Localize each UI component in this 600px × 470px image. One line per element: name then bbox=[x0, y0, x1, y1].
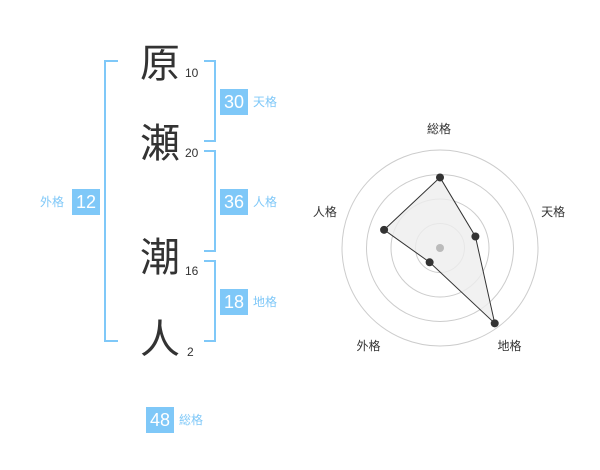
radar-chart-svg bbox=[341, 149, 539, 347]
name-char-1: 原 bbox=[140, 41, 180, 87]
name-char-4: 人 bbox=[140, 317, 180, 363]
tenkaku-label: 天格 bbox=[253, 95, 278, 109]
radar-point-2 bbox=[471, 232, 480, 241]
name-char-2: 瀬 bbox=[140, 121, 180, 167]
tenkaku-value-badge: 30 bbox=[220, 89, 248, 115]
radar-axis-label-1: 総格 bbox=[427, 122, 452, 136]
radar-axis-label-2: 天格 bbox=[541, 204, 566, 219]
name-char-3: 潮 bbox=[140, 235, 180, 281]
chikaku-bracket bbox=[204, 260, 216, 342]
soukaku-label: 総格 bbox=[179, 413, 204, 427]
stroke-count-1: 10 bbox=[185, 66, 199, 80]
chikaku-label: 地格 bbox=[253, 295, 278, 309]
radar-chart: 総格天格地格 外格 人格 bbox=[313, 110, 565, 370]
stroke-count-2: 20 bbox=[185, 146, 199, 160]
gaikaku-value-badge: 12 bbox=[72, 189, 100, 215]
radar-point-3 bbox=[490, 319, 499, 328]
tenkaku-bracket bbox=[204, 60, 216, 142]
radar-ring bbox=[341, 149, 539, 347]
stroke-count-4: 2 bbox=[187, 345, 194, 359]
radar-axis-label-5: 人格 bbox=[312, 204, 337, 219]
gaikaku-label: 外格 bbox=[40, 195, 65, 209]
stroke-count-3: 16 bbox=[185, 264, 199, 278]
jinkaku-bracket bbox=[204, 150, 216, 252]
chikaku-value-badge: 18 bbox=[220, 289, 248, 315]
radar-axis-label-4: 外格 bbox=[356, 339, 381, 354]
radar-point-4 bbox=[425, 258, 434, 267]
radar-center-point bbox=[436, 244, 444, 252]
soukaku-value-badge: 48 bbox=[146, 407, 174, 433]
radar-point-5 bbox=[380, 225, 389, 234]
gaikaku-bracket bbox=[104, 60, 118, 342]
jinkaku-label: 人格 bbox=[253, 195, 278, 209]
jinkaku-value-badge: 36 bbox=[220, 189, 248, 215]
radar-point-1 bbox=[436, 173, 444, 182]
radar-axis-label-3: 地格 bbox=[497, 339, 522, 354]
